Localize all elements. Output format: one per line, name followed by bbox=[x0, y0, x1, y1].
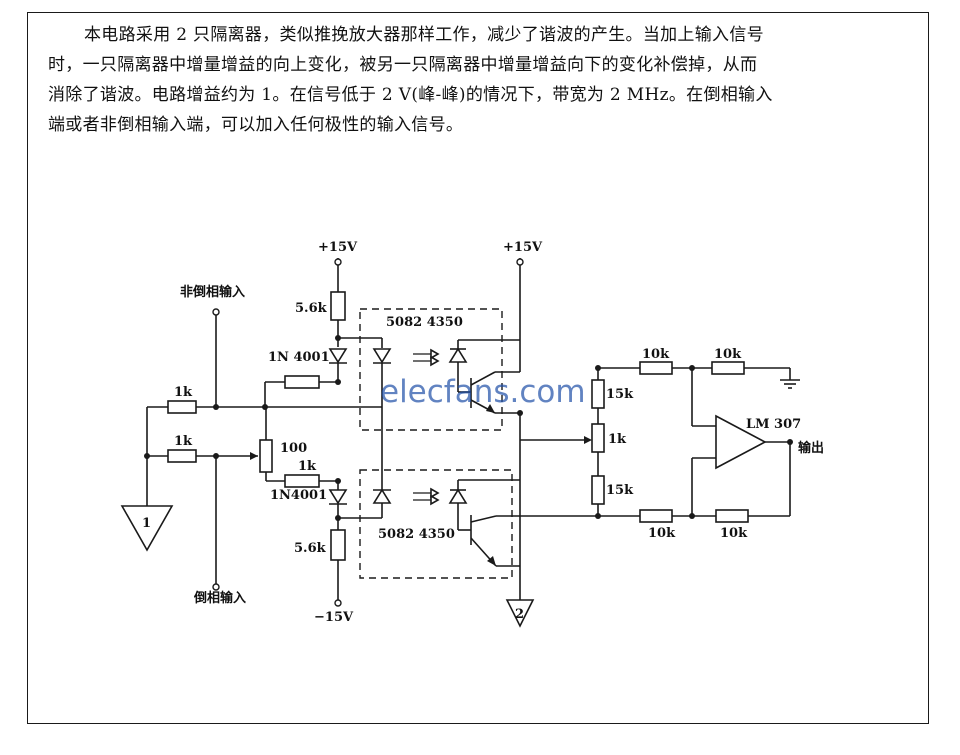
resistor-5k6-bottom bbox=[330, 529, 346, 561]
label-r-15k-top: 15k bbox=[606, 387, 634, 402]
ground-symbol-1 bbox=[120, 505, 174, 552]
label-diode-top: 1N 4001 bbox=[268, 350, 330, 365]
label-output: 输出 bbox=[798, 440, 824, 456]
watermark: elecfans.com bbox=[380, 374, 586, 410]
label-pot-1k: 1k bbox=[608, 432, 627, 447]
label-ground-1: 1 bbox=[142, 516, 151, 531]
diode-1n4001-top bbox=[328, 348, 348, 364]
plus15-right-terminal bbox=[516, 258, 524, 266]
label-diode-bottom: 1N4001 bbox=[270, 488, 327, 503]
minus15-terminal bbox=[334, 599, 342, 607]
resistor-15k-top bbox=[591, 379, 605, 409]
opamp-lm307 bbox=[715, 414, 767, 470]
resistor-1k-input-top bbox=[167, 400, 197, 414]
plus15-left-terminal bbox=[334, 258, 342, 266]
resistor-10k-4 bbox=[715, 509, 749, 523]
description-line: 消除了谐波。电路增益约为 1。在信号低于 2 V(峰-峰)的情况下，带宽为 2 … bbox=[48, 85, 773, 105]
resistor-1k-bottom bbox=[284, 474, 320, 488]
description-line: 端或者非倒相输入端，可以加入任何极性的输入信号。 bbox=[48, 115, 464, 135]
label-pot-100: 100 bbox=[280, 441, 307, 456]
figure-frame bbox=[27, 12, 929, 724]
label-r-10k-2: 10k bbox=[714, 347, 742, 362]
isolator-top-photodiode bbox=[448, 347, 468, 363]
resistor-10k-1 bbox=[639, 361, 673, 375]
noninv-input-terminal[interactable] bbox=[212, 308, 220, 316]
label-plus15-right: +15V bbox=[503, 240, 543, 255]
label-minus15: −15V bbox=[314, 610, 354, 625]
label-r-5k6-bottom: 5.6k bbox=[294, 541, 327, 556]
label-r-10k-3: 10k bbox=[648, 526, 676, 541]
resistor-5k6-top bbox=[330, 291, 346, 321]
isolator-bottom-led bbox=[372, 488, 392, 504]
label-r-10k-4: 10k bbox=[720, 526, 748, 541]
pot-100[interactable] bbox=[259, 439, 273, 473]
label-noninv-input: 非倒相输入 bbox=[180, 284, 245, 300]
resistor-1k-input-bottom bbox=[167, 449, 197, 463]
label-ground-2: 2 bbox=[515, 607, 524, 622]
description-line: 时，一只隔离器中增量增益的向上变化，被另一只隔离器中增量增益向下的变化补偿掉，从… bbox=[48, 55, 758, 75]
label-r-1k-bottom: 1k bbox=[298, 459, 317, 474]
description-line: 本电路采用 2 只隔离器，类似推挽放大器那样工作，减少了谐波的产生。当加上输入信… bbox=[84, 25, 764, 45]
description-paragraph: 本电路采用 2 只隔离器，类似推挽放大器那样工作，减少了谐波的产生。当加上输入信… bbox=[48, 20, 916, 140]
label-inv-input: 倒相输入 bbox=[193, 590, 246, 606]
label-r-1k-input-bottom: 1k bbox=[174, 434, 193, 449]
inv-input-terminal[interactable] bbox=[212, 583, 220, 591]
diode-1n4001-bottom bbox=[328, 489, 348, 505]
label-r-15k-bottom: 15k bbox=[606, 483, 634, 498]
pot-1k[interactable] bbox=[591, 423, 605, 453]
resistor-15k-bottom bbox=[591, 475, 605, 505]
label-r-5k6-top: 5.6k bbox=[295, 301, 328, 316]
resistor-1k-top bbox=[284, 375, 320, 389]
isolator-bottom-box bbox=[359, 469, 513, 579]
label-plus15-left: +15V bbox=[318, 240, 358, 255]
label-isolator-top: 5082 4350 bbox=[386, 315, 463, 330]
label-r-10k-1: 10k bbox=[642, 347, 670, 362]
label-r-1k-input-top: 1k bbox=[174, 385, 193, 400]
isolator-bottom-photodiode bbox=[448, 488, 468, 504]
label-isolator-bottom: 5082 4350 bbox=[378, 527, 455, 542]
resistor-10k-3 bbox=[639, 509, 673, 523]
resistor-10k-2 bbox=[711, 361, 745, 375]
label-opamp: LM 307 bbox=[746, 417, 801, 432]
isolator-top-led bbox=[372, 348, 392, 364]
ground-symbol-2 bbox=[505, 599, 535, 628]
